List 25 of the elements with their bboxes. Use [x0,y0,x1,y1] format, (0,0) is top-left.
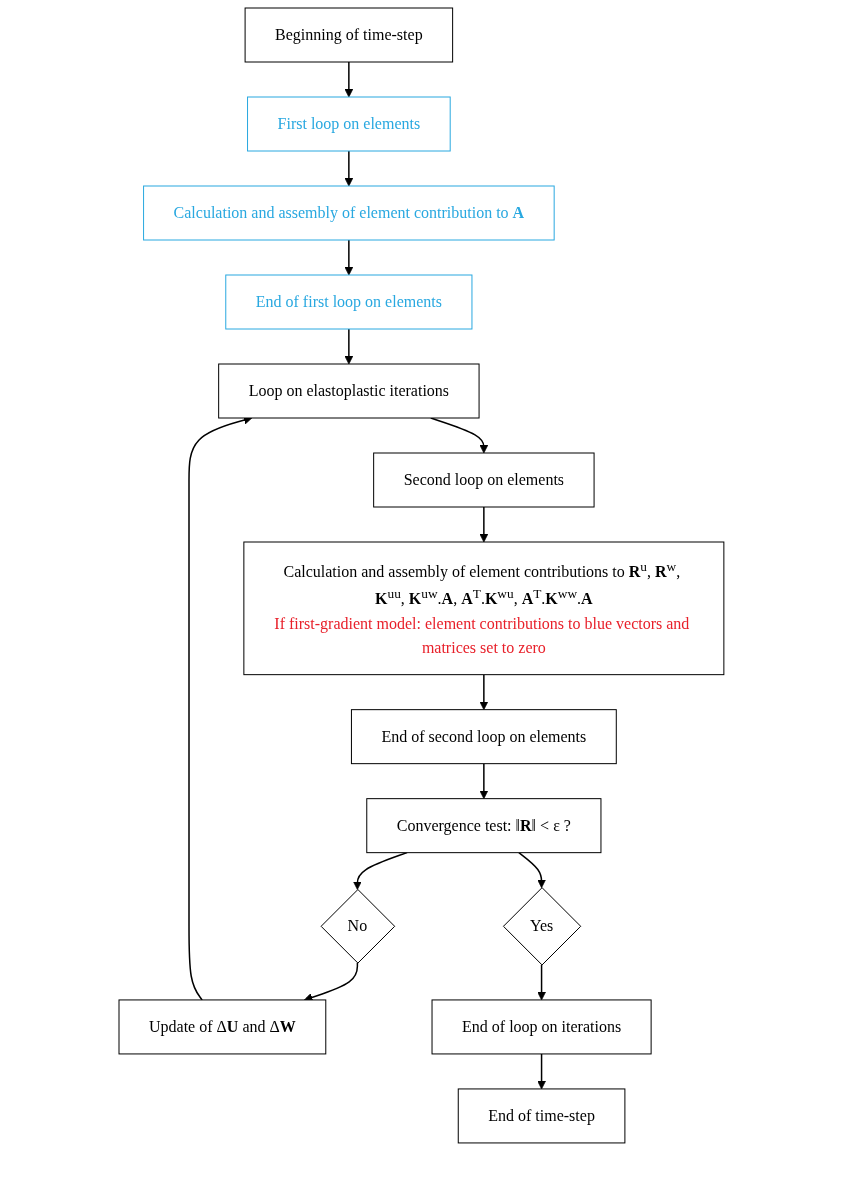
node-box: Update of ΔU and ΔW [118,999,327,1055]
arrow [479,673,489,711]
arrow [518,851,547,889]
node-box: End of first loop on elements [225,274,473,330]
arrow [479,506,489,543]
arrow [344,239,354,276]
arrow [479,762,489,800]
node-box: Beginning of time-step [244,7,454,63]
arrow [344,61,354,98]
arrow [353,851,408,890]
arrow [344,328,354,365]
node-box: Calculation and assembly of element contribution to A [143,185,555,241]
node-box: End of loop on iterations [431,999,652,1055]
node-box: Calculation and assembly of element contributions to R$^{u}$, R$^{w}$, K$^{uu}$, K$^{uw}$.A, A$^{T}$.K$^{wu}$, A$^{T}$.K$^{ww}$.A If first-gradient model: element contributions to blue vectors and matrices set to zero [243,541,725,676]
node-box: Loop on elastoplastic iterations [218,363,480,419]
node-box: End of time-step [457,1088,626,1144]
node-box: Convergence test: ‖R‖ < ε ? [366,798,602,854]
node-box: First loop on elements [247,96,451,152]
node-box: Second loop on elements [373,452,595,508]
arrow [344,150,354,187]
node-box: End of second loop on elements [351,709,617,765]
arrow [537,964,547,1001]
node-diamond: Yes [503,887,582,966]
arrow [537,1053,547,1090]
node-diamond: No [320,889,396,964]
